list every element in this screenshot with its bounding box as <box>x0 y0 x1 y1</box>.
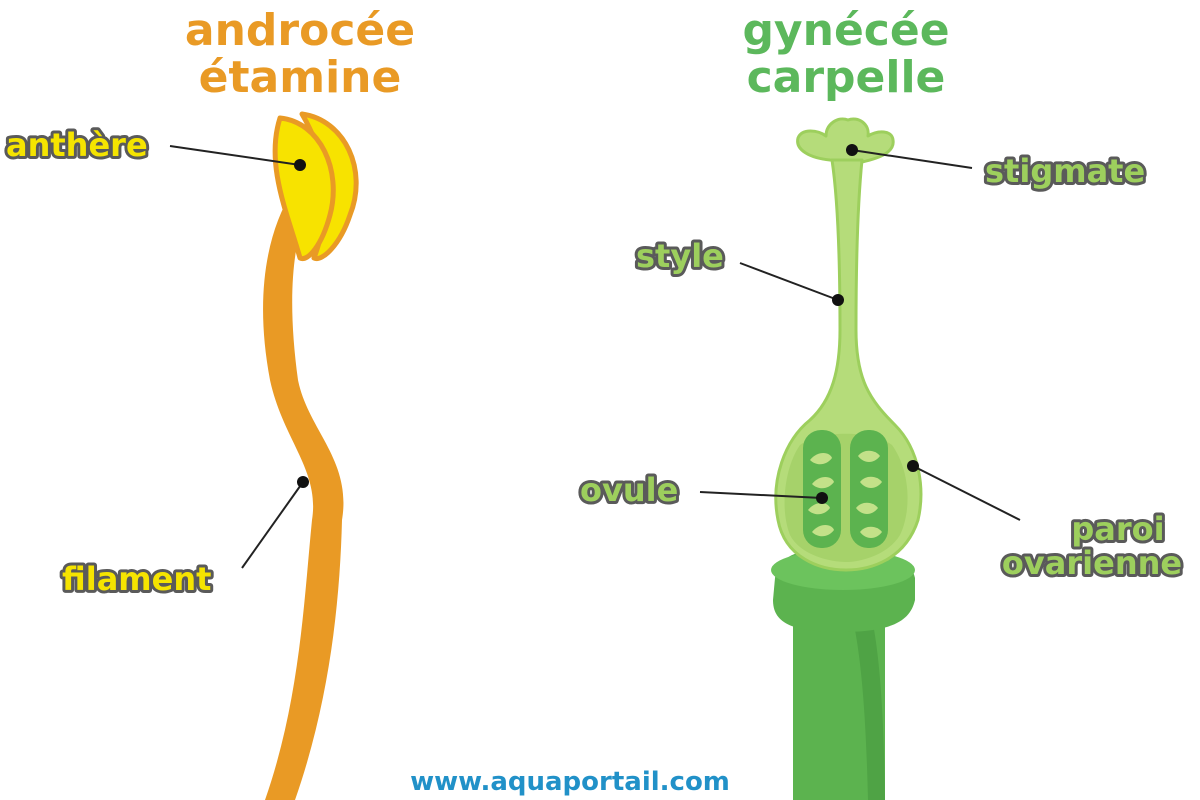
filament-shape <box>263 190 344 800</box>
ovary-right-chamber <box>850 430 888 548</box>
stigma-pointer-dot <box>846 144 858 156</box>
anther-pointer-dot <box>294 159 306 171</box>
style-pointer-dot <box>832 294 844 306</box>
ovule-seed <box>810 453 832 465</box>
ovule-pointer-dot <box>816 492 828 504</box>
ovule-seed <box>812 477 834 489</box>
stamen-title-line1: androcée <box>185 5 415 56</box>
ovule-seed <box>812 525 834 537</box>
pistil-title-line1: gynécée <box>742 5 949 56</box>
leader-lines <box>169 145 1021 569</box>
ovary-wall-pointer-dot <box>907 460 919 472</box>
stigma-leader-line <box>851 149 973 169</box>
stamen-title-line2: étamine <box>199 52 402 103</box>
receptacle-stem-shade <box>852 610 885 800</box>
style-leader-line <box>739 262 839 301</box>
ovule-seed <box>860 526 882 538</box>
ovule-label: ovule <box>580 471 678 509</box>
pointer-dots <box>294 144 919 504</box>
ovules <box>808 450 882 538</box>
ovary-wall-label-line2: ovarienne <box>1002 544 1182 582</box>
pistil-illustration <box>771 117 923 800</box>
filament-pointer-dot <box>297 476 309 488</box>
ovary-wall-leader-line <box>912 465 1021 521</box>
stigma-shape <box>796 117 895 164</box>
anther-label: anthère <box>6 126 148 164</box>
anther-leader-line <box>169 145 301 166</box>
filament-leader-line <box>241 481 304 569</box>
style-label: style <box>636 237 724 275</box>
ovule-seed <box>858 450 880 462</box>
pistil-title-line2: carpelle <box>747 52 946 103</box>
ovule-leader-line <box>699 491 823 499</box>
ovule-seed <box>860 476 882 488</box>
ovary-wall-label-line1: paroi <box>1071 510 1164 548</box>
stamen-illustration <box>263 111 359 800</box>
filament-label: filament <box>62 560 211 598</box>
website-watermark: www.aquaportail.com <box>410 767 730 797</box>
stigma-label: stigmate <box>985 152 1145 190</box>
anther-front-lobe <box>272 115 336 261</box>
ovule-seed <box>808 503 830 515</box>
ovule-seed <box>856 502 878 514</box>
